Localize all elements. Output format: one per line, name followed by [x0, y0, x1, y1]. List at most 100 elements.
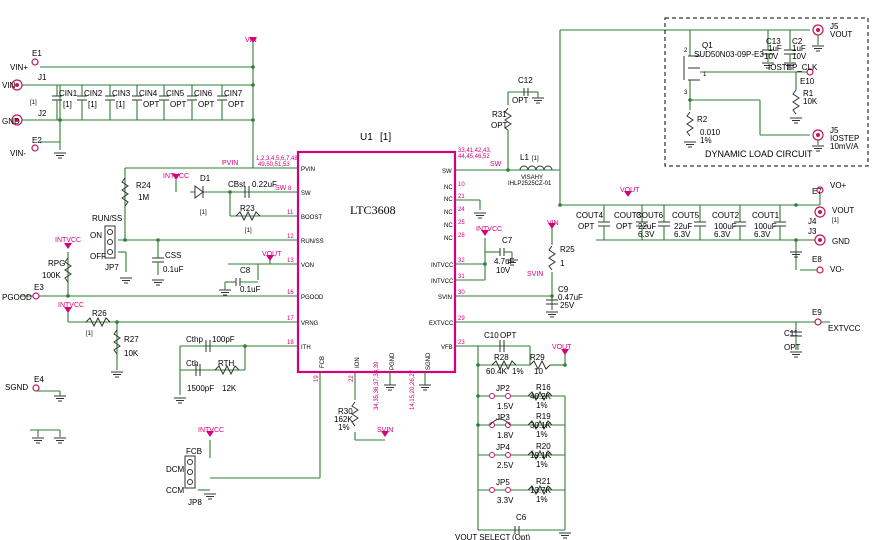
pin-num-32: 32 — [458, 258, 465, 264]
css-value: 0.1uF — [163, 265, 184, 274]
label-e3: E3 — [34, 283, 44, 292]
label-e1: E1 — [32, 49, 42, 58]
cout-ref-3: COUT5 — [672, 211, 700, 220]
cin-ref-6: CIN7 — [224, 89, 243, 98]
label-vout-out: VOUT — [832, 206, 854, 215]
pin-num-29: 29 — [458, 316, 465, 322]
pin-num-30: 30 — [458, 290, 465, 296]
pin-vrng: VRNG — [301, 321, 319, 327]
label-j3: J3 — [808, 227, 817, 236]
r1-value: 10K — [803, 97, 818, 106]
cout-value-0: OPT — [578, 222, 595, 231]
left-components: R24 1M INTVCC D1 [1] CBst 0.22uF SW R23 … — [2, 173, 393, 507]
r24-value: 1M — [138, 193, 149, 202]
l1-note: [1] — [532, 156, 539, 162]
fb-r-ref-2: R20 — [536, 442, 551, 451]
pin-sw-left: SW — [301, 191, 311, 197]
r24-ref: R24 — [136, 181, 151, 190]
label-gnd-out: GND — [832, 237, 850, 246]
pin-num-pvin: 1,2,3,4,5,6,7,48, — [256, 156, 300, 162]
pin-ion: ION — [355, 357, 361, 368]
net-intvcc-rpg: INTVCC — [55, 237, 81, 244]
c13-rating: 10V — [764, 52, 779, 61]
r23-ref: R23 — [240, 204, 255, 213]
label-j4-note: [1] — [832, 218, 839, 224]
label-pgood: PGOOD — [2, 293, 32, 302]
r2-value: 0.010 — [700, 128, 721, 137]
label-vo-minus: VO- — [830, 265, 845, 274]
cin-ref-1: CIN2 — [84, 89, 103, 98]
net-vout-von: VOUT — [262, 251, 282, 258]
c7-value: 4.7uF — [494, 257, 515, 266]
q1-ref: Q1 — [702, 41, 713, 50]
output-capacitors: COUT4OPTCOUT3OPTCOUT622uF6.3VCOUT522uF6.… — [576, 205, 786, 240]
pin-extvcc: EXTVCC — [429, 321, 454, 327]
cout-value-4: 100uF — [714, 222, 737, 231]
label-j1-note: [1] — [30, 100, 37, 106]
jp7-ref: JP7 — [105, 263, 119, 272]
net-svin-c9: SVIN — [527, 271, 543, 278]
label-j4: J4 — [808, 217, 817, 226]
fb-r-tol-2: 1% — [536, 460, 548, 469]
cbst-value: 0.22uF — [252, 180, 277, 189]
pin-pgood: PGOOD — [301, 295, 324, 301]
pin-boost: BOOST — [301, 215, 322, 221]
pin-ith: ITH — [301, 345, 311, 351]
pin-sgnd: SGND — [426, 352, 432, 370]
c12-value: OPT — [512, 96, 529, 105]
pin-pvin: PVIN — [301, 167, 315, 173]
r29-ref: R29 — [530, 353, 545, 362]
cin-ref-2: CIN3 — [112, 89, 131, 98]
css-ref: CSS — [165, 251, 181, 260]
r29-value: 10 — [534, 367, 543, 376]
l1-part: IHLP2525CZ-01 — [508, 181, 552, 187]
cth-ref: Cth — [186, 359, 198, 368]
input-capacitors: CIN1[1]CIN2[1]CIN3[1]CIN4OPTCIN5OPTCIN6O… — [52, 85, 245, 120]
pin-num-11: 11 — [287, 210, 294, 216]
pin-num-sgnd: 14,15,20,26,27 — [410, 369, 416, 410]
dyn-title: DYNAMIC LOAD CIRCUIT — [705, 149, 813, 159]
cin-value-5: OPT — [198, 100, 215, 109]
q1-pin1: 1 — [703, 72, 707, 78]
net-vout-r29: VOUT — [552, 344, 572, 351]
cout-ref-0: COUT4 — [576, 211, 604, 220]
label-vin: VIN — [2, 81, 16, 90]
fb-jp-ref-1: JP3 — [496, 413, 510, 422]
cout-value-3: 22uF — [674, 222, 692, 231]
c7-ref: C7 — [502, 236, 513, 245]
c9-value: 0.47uF — [558, 293, 583, 302]
cout-ref-2: COUT6 — [636, 211, 664, 220]
l1-ref: L1 — [520, 153, 529, 162]
r25-value: 1 — [560, 259, 565, 268]
pin-svin: SVIN — [438, 295, 452, 301]
c9-ref: C9 — [558, 285, 569, 294]
q1-pin2: 2 — [684, 48, 688, 54]
c12-ref: C12 — [518, 76, 533, 85]
fb-r-ref-0: R16 — [536, 383, 551, 392]
rpg-ref: RPG — [48, 259, 65, 268]
pin-num-16: 16 — [287, 290, 294, 296]
ic-ref-note: [1] — [380, 132, 391, 143]
jp8-dcm: DCM — [166, 465, 185, 474]
fb-r-ref-1: R19 — [536, 412, 551, 421]
r23-note: [1] — [245, 228, 252, 234]
label-e9: E9 — [812, 308, 822, 317]
cout-rating-3: 6.3V — [674, 230, 691, 239]
pin-num-13: 13 — [287, 258, 294, 264]
cout-value-5: 100uF — [754, 222, 777, 231]
pin-num-pvin2: 49,50,51,53 — [258, 162, 290, 168]
net-intvcc-c7: INTVCC — [476, 226, 502, 233]
pin-vfb: VFB — [441, 345, 453, 351]
c13-value: 1uF — [768, 44, 782, 53]
label-gnd-in: GND — [2, 117, 20, 126]
fb-jp-ref-3: JP5 — [496, 478, 510, 487]
cout-ref-4: COUT2 — [712, 211, 740, 220]
fb-jp-volt-0: 1.5V — [497, 402, 514, 411]
c10-value: OPT — [500, 331, 517, 340]
net-svin-r30: SVIN — [377, 427, 393, 434]
label-j1: J1 — [38, 73, 47, 82]
fb-r-value-2: 19.1K — [530, 451, 552, 460]
fb-r-value-3: 13.7K — [530, 486, 552, 495]
jp7-off: OFF — [90, 252, 106, 261]
